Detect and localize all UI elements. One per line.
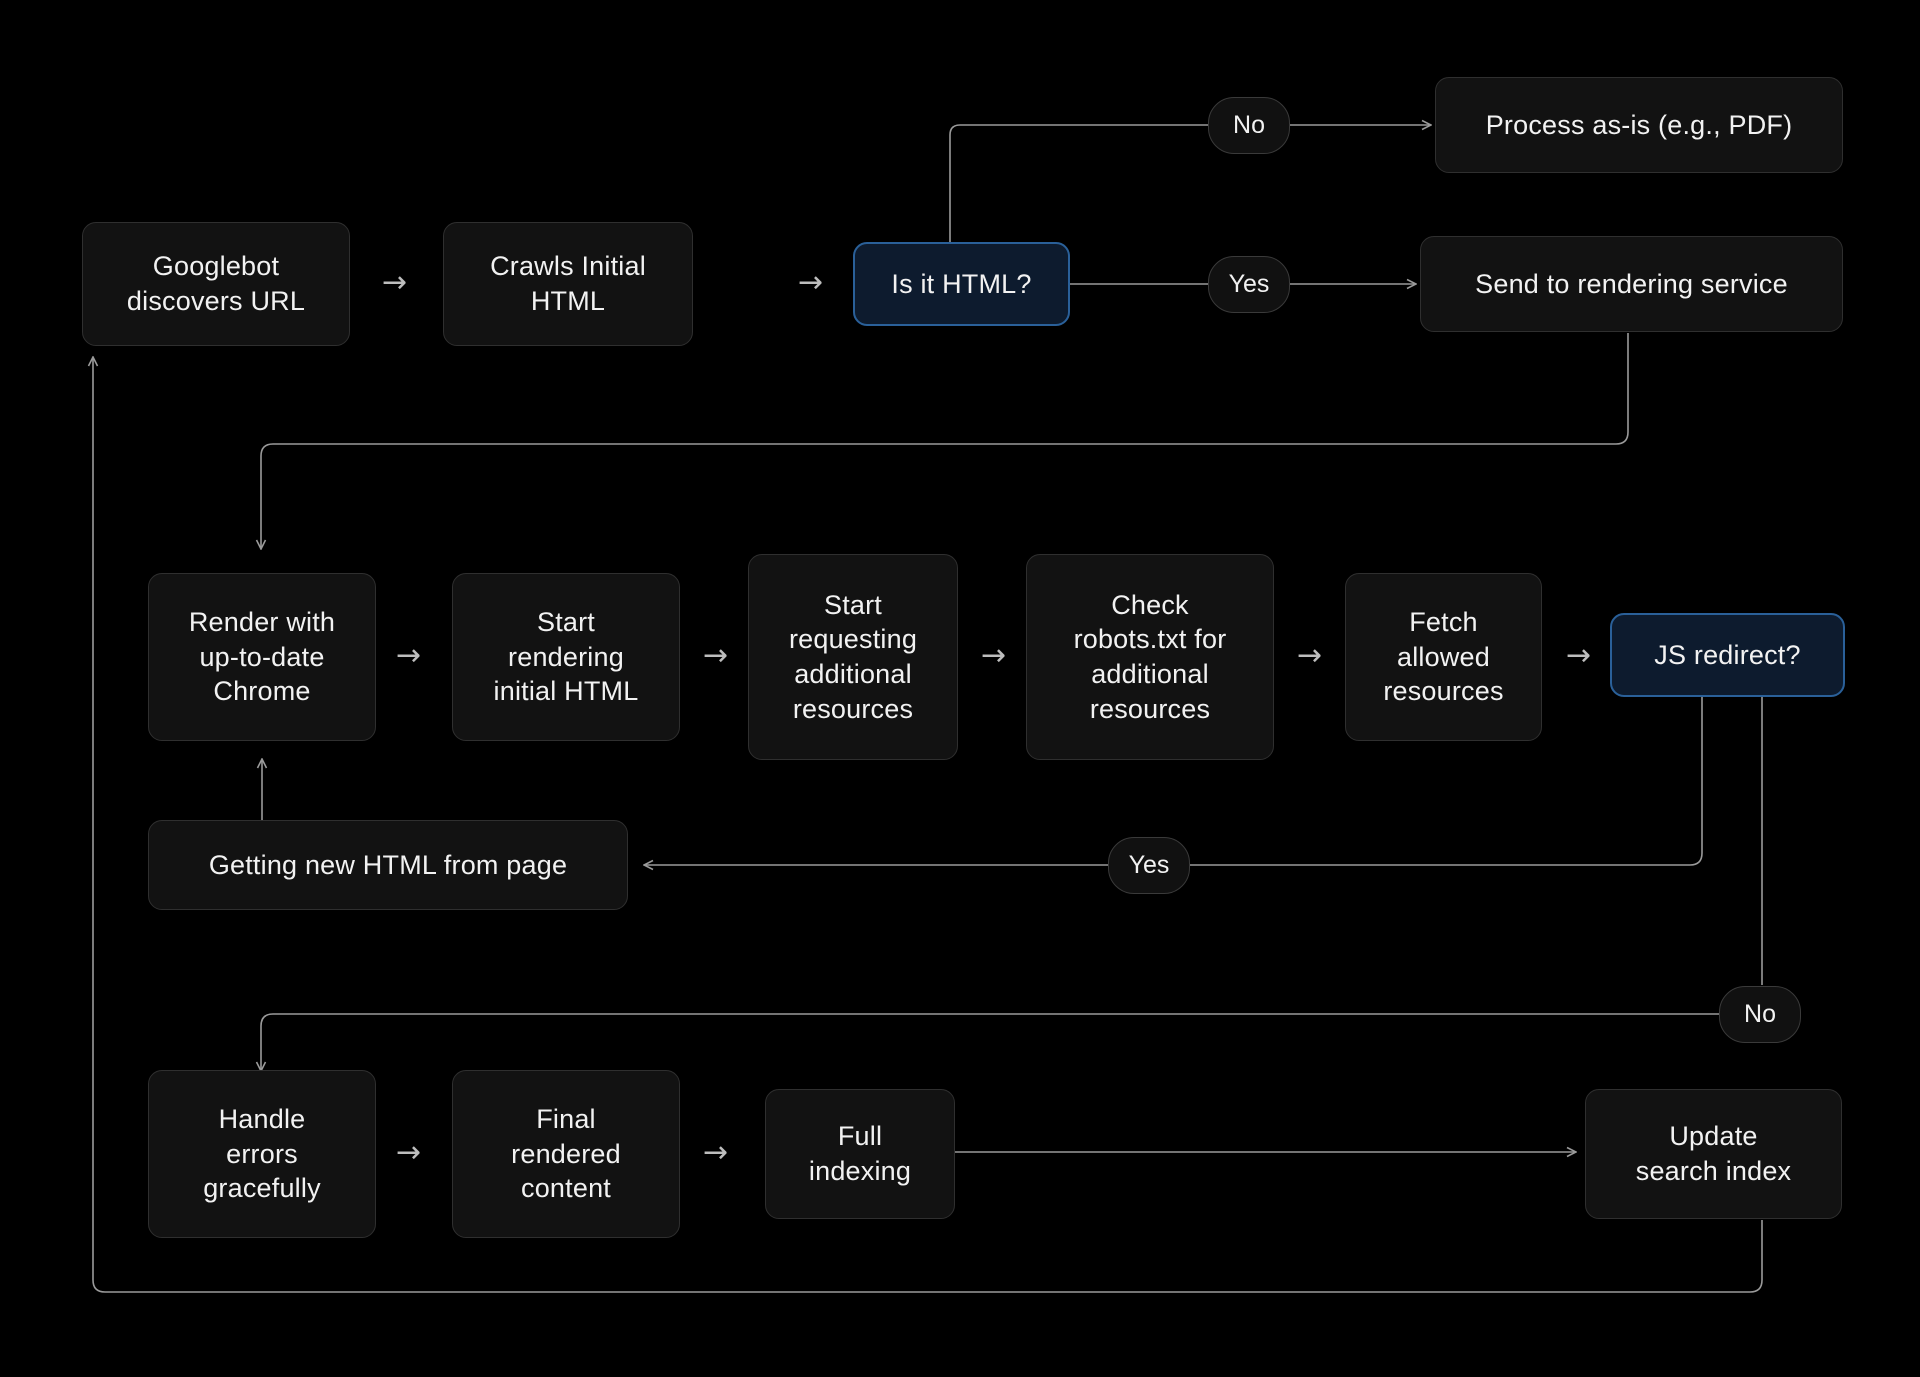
node-googlebot-discovers-url[interactable]: Googlebot discovers URL (82, 222, 350, 346)
arrow-handle-to-final: → (396, 1135, 422, 1170)
arrow-crawls-to-is-html: → (798, 265, 824, 300)
node-handle-errors-gracefully[interactable]: Handle errors gracefully (148, 1070, 376, 1238)
edge-rendering-service-to-render-chrome (261, 333, 1629, 548)
node-getting-new-html[interactable]: Getting new HTML from page (148, 820, 628, 910)
label-is-html-no: No (1208, 97, 1290, 154)
node-fetch-allowed-resources[interactable]: Fetch allowed resources (1345, 573, 1542, 741)
node-send-to-rendering-service[interactable]: Send to rendering service (1420, 236, 1843, 332)
node-full-indexing[interactable]: Full indexing (765, 1089, 955, 1219)
arrow-final-to-full-indexing: → (703, 1135, 729, 1170)
node-start-rendering-initial-html[interactable]: Start rendering initial HTML (452, 573, 680, 741)
arrow-robots-to-fetch: → (1297, 638, 1323, 673)
label-is-html-yes: Yes (1208, 256, 1290, 313)
arrow-start-rendering-to-requesting: → (703, 638, 729, 673)
arrow-googlebot-to-crawls: → (382, 265, 408, 300)
node-process-as-is[interactable]: Process as-is (e.g., PDF) (1435, 77, 1843, 173)
arrow-requesting-to-robots: → (981, 638, 1007, 673)
node-start-requesting-additional-resources[interactable]: Start requesting additional resources (748, 554, 958, 760)
edge-no-to-handle-errors (261, 1013, 1719, 1070)
node-is-it-html[interactable]: Is it HTML? (853, 242, 1070, 326)
node-crawls-initial-html[interactable]: Crawls Initial HTML (443, 222, 693, 346)
label-js-redirect-yes: Yes (1108, 837, 1190, 894)
label-js-redirect-no: No (1719, 986, 1801, 1043)
arrow-fetch-to-js-redirect: → (1566, 638, 1592, 673)
node-check-robots-txt[interactable]: Check robots.txt for additional resource… (1026, 554, 1274, 760)
node-render-with-chrome[interactable]: Render with up-to-date Chrome (148, 573, 376, 741)
arrow-render-to-start-rendering: → (396, 638, 422, 673)
node-update-search-index[interactable]: Update search index (1585, 1089, 1842, 1219)
node-final-rendered-content[interactable]: Final rendered content (452, 1070, 680, 1238)
node-js-redirect[interactable]: JS redirect? (1610, 613, 1845, 697)
